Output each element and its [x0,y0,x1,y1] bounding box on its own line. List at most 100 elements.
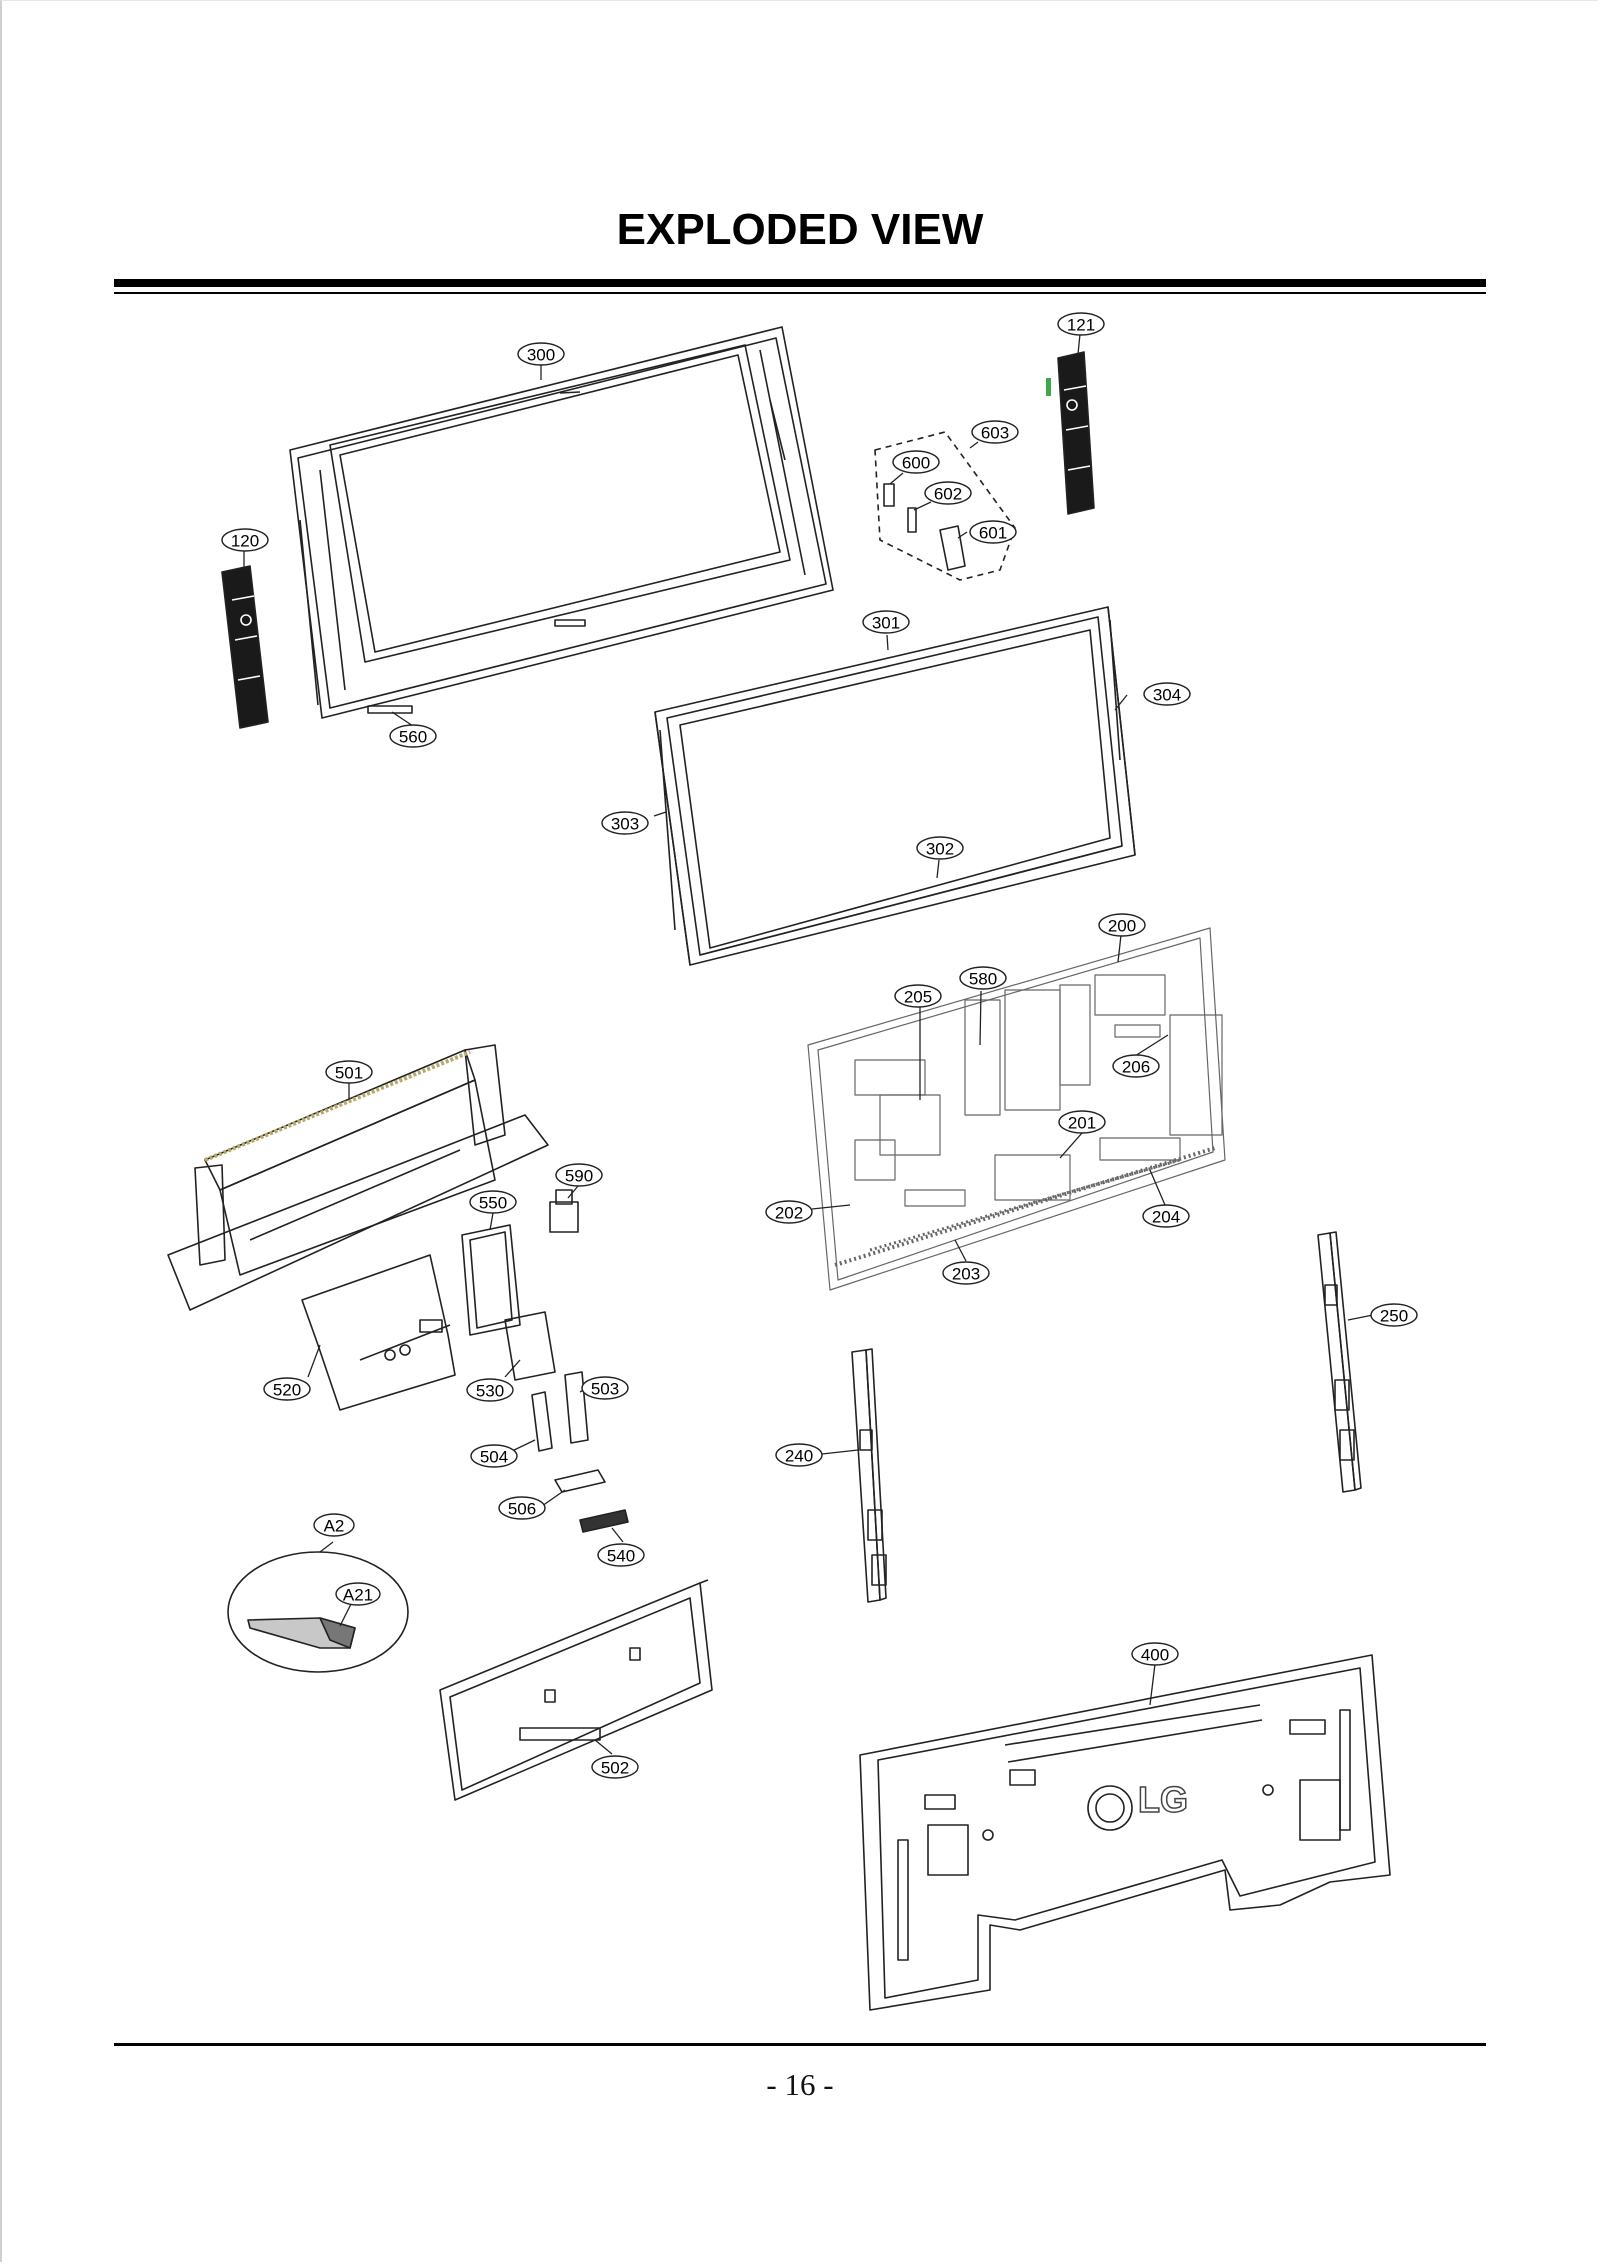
part-keyboard-506 [554,1469,606,1493]
callout-501-label: 501 [335,1064,363,1083]
callout-540-bubble [597,1543,645,1567]
part-stand-A2 [227,1551,409,1673]
callout-250-label: 250 [1380,1307,1408,1326]
callout-590-label: 590 [565,1167,593,1186]
callout-601-bubble [969,520,1017,544]
part-560 [367,705,413,714]
part-remote-control-left [221,565,269,729]
callout-550-label: 550 [479,1194,507,1213]
callout-602-label: 602 [934,485,962,504]
callout-530-label: 530 [476,1382,504,1401]
lg-logo-text: LG [1138,1779,1188,1820]
callout-leader-lines [243,333,1374,1755]
callout-580-label: 580 [969,970,997,989]
callout-203-bubble [942,1261,990,1285]
callout-201-label: 201 [1068,1114,1096,1133]
callout-600-bubble [892,450,940,474]
part-stand-bracket-250 [1317,1231,1362,1493]
callout-603-label: 603 [981,424,1009,443]
part-rear-shield-502 [439,1579,713,1801]
callout-504-bubble [470,1444,518,1468]
callout-600-label: 600 [902,454,930,473]
callout-205-label: 205 [904,988,932,1007]
callout-labels: 300 121 603 600 602 601 120 301 304 560 … [231,316,1408,1778]
callout-202-label: 202 [775,1204,803,1223]
part-stand-bracket-240 [851,1348,887,1603]
page-title: EXPLODED VIEW [616,205,984,254]
callout-300-bubble [517,342,565,366]
callout-250-bubble [1370,1303,1418,1327]
callout-602-bubble [924,481,972,505]
callout-A21-label: A21 [343,1586,373,1605]
callout-504-label: 504 [480,1448,508,1467]
callout-A2-label: A2 [324,1517,345,1536]
callout-530-bubble [466,1378,514,1402]
callout-206-label: 206 [1122,1058,1150,1077]
callout-520-bubble [263,1377,311,1401]
callout-503-bubble [581,1376,629,1400]
callout-400-bubble [1131,1642,1179,1666]
callout-A2-bubble [313,1513,355,1537]
callout-A21-bubble [335,1582,381,1606]
callout-301-label: 301 [872,614,900,633]
part-back-cover-400 [859,1654,1391,2011]
callout-603-bubble [971,420,1019,444]
header-rule [114,279,1486,294]
part-shield-550 [461,1224,521,1336]
callout-601-label: 601 [979,524,1007,543]
callout-300-label: 300 [527,346,555,365]
callout-301-bubble [862,610,910,634]
callout-580-bubble [959,966,1007,990]
callout-304-bubble [1143,682,1191,706]
callout-120-bubble [221,528,269,552]
part-main-board-520 [301,1254,456,1411]
callout-203-label: 203 [952,1265,980,1284]
callout-502-label: 502 [601,1759,629,1778]
callout-540-label: 540 [607,1547,635,1566]
part-panel-frame [654,606,1136,966]
callout-bubbles [221,312,1418,1779]
callout-240-bubble [775,1443,823,1467]
footer-rule [114,2043,1486,2046]
callout-520-label: 520 [273,1381,301,1400]
callout-560-label: 560 [399,728,427,747]
part-ir-board-540 [579,1509,629,1533]
callout-503-label: 503 [591,1380,619,1399]
callout-121-bubble [1057,312,1105,336]
callout-550-bubble [469,1190,517,1214]
callout-205-bubble [894,984,942,1008]
part-590 [549,1189,579,1233]
callout-303-label: 303 [611,815,639,834]
part-strip-503 [564,1371,589,1444]
callout-501-bubble [325,1060,373,1084]
callout-302-bubble [916,836,964,860]
part-front-bezel [289,326,834,719]
callout-206-bubble [1112,1054,1160,1078]
callout-200-label: 200 [1108,917,1136,936]
callout-304-label: 304 [1153,686,1181,705]
callout-400-label: 400 [1141,1646,1169,1665]
part-group-603 [874,431,1016,581]
callout-506-bubble [498,1496,546,1520]
callout-200-bubble [1098,913,1146,937]
page-number: - 16 - [766,2067,834,2102]
callout-240-label: 240 [785,1447,813,1466]
callout-202-bubble [765,1200,813,1224]
callout-506-label: 506 [508,1500,536,1519]
part-strip-504 [531,1391,553,1452]
callout-502-bubble [591,1755,639,1779]
callout-590-bubble [555,1163,603,1187]
callout-120-label: 120 [231,532,259,551]
part-bracket-501 [167,1044,549,1311]
callout-302-label: 302 [926,840,954,859]
callout-303-bubble [601,811,649,835]
callout-201-bubble [1058,1110,1106,1134]
callout-560-bubble [389,724,437,748]
part-board-530 [504,1311,556,1381]
callout-204-bubble [1142,1204,1190,1228]
part-main-chassis [807,927,1226,1291]
part-remote-control-right [1046,351,1095,515]
callout-121-label: 121 [1067,316,1095,335]
